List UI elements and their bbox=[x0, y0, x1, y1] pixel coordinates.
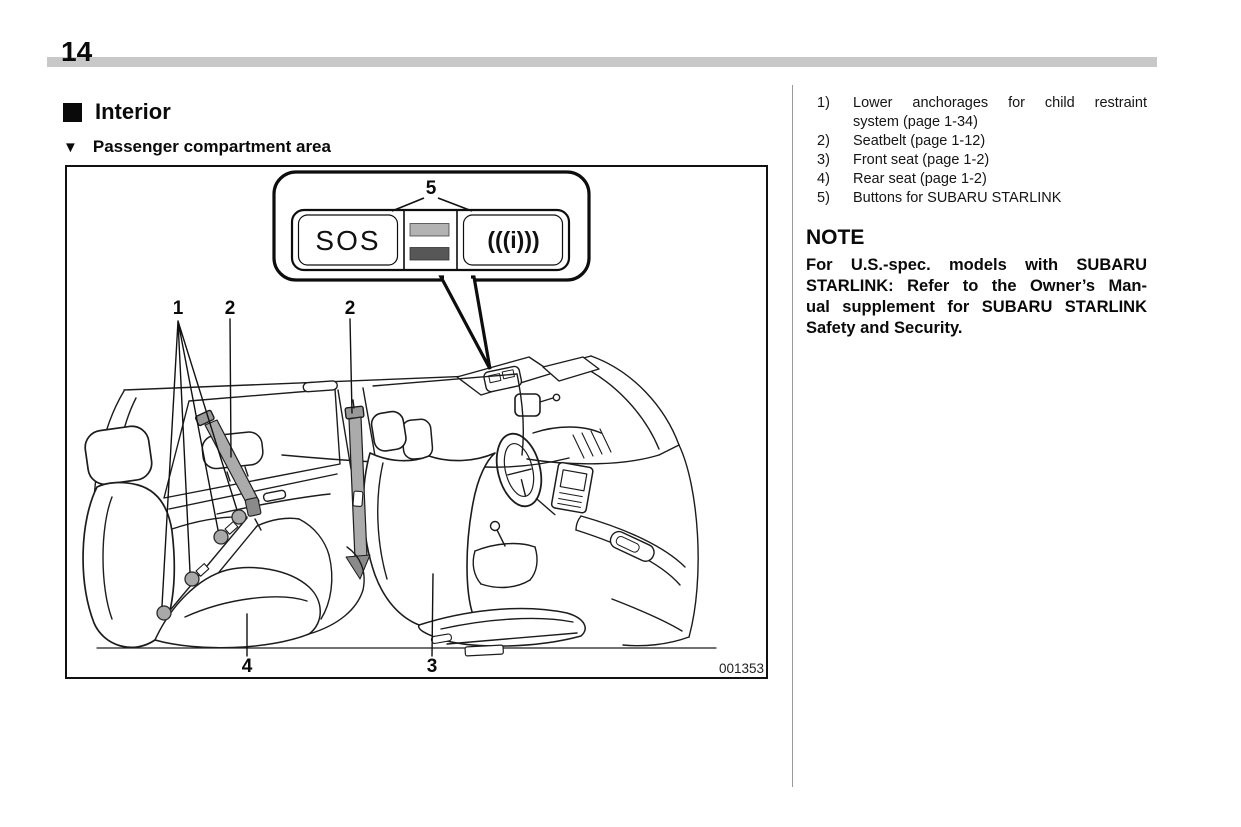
leader-lines bbox=[161, 318, 434, 657]
legend-item-text: Lower anchorages for child restraint sys… bbox=[853, 95, 1147, 130]
legend-column: 1) Lower anchorages for child restraint … bbox=[806, 94, 1147, 339]
section-title: Interior bbox=[95, 99, 171, 124]
callout-2-front: 2 bbox=[345, 298, 356, 319]
button-panel bbox=[290, 208, 571, 272]
section-heading: Interior bbox=[63, 99, 171, 125]
callout-3: 3 bbox=[427, 656, 438, 677]
callout-1: 1 bbox=[173, 298, 184, 319]
sos-button-label: SOS bbox=[315, 225, 380, 256]
figure-code: 001353 bbox=[719, 661, 764, 676]
subsection-heading: ▼ Passenger compartment area bbox=[63, 137, 331, 157]
legend-item: 3) Front seat (page 1-2) bbox=[806, 151, 1147, 170]
legend-item-text: Front seat (page 1-2) bbox=[853, 152, 990, 168]
callout-5: 5 bbox=[426, 178, 437, 199]
legend-item-number: 2) bbox=[817, 133, 830, 149]
legend-item-text: Rear seat (page 1-2) bbox=[853, 171, 987, 187]
rear-seatbelt bbox=[194, 409, 262, 531]
legend-item: 4) Rear seat (page 1-2) bbox=[806, 170, 1147, 189]
front-seat bbox=[362, 410, 586, 657]
car-interior-illustration: SOS (((i))) 5 1 2 2 4 3 001353 bbox=[82, 170, 764, 677]
figure-legend: 1) Lower anchorages for child restraint … bbox=[806, 94, 1147, 208]
callout-4: 4 bbox=[242, 656, 253, 677]
info-icon: (((i))) bbox=[487, 227, 539, 253]
legend-item-text: Buttons for SUBARU STARLINK bbox=[853, 190, 1062, 206]
square-bullet-icon bbox=[63, 102, 82, 122]
header-rule bbox=[47, 57, 1157, 67]
legend-item-number: 1) bbox=[817, 95, 830, 111]
legend-item-number: 4) bbox=[817, 171, 830, 187]
lower-anchorage-dots bbox=[156, 509, 247, 621]
subsection-title: Passenger compartment area bbox=[92, 137, 331, 156]
mic-bar-dark bbox=[409, 247, 450, 261]
column-divider bbox=[792, 85, 793, 787]
legend-item-text: Seatbelt (page 1-12) bbox=[853, 133, 986, 149]
triangle-bullet-icon: ▼ bbox=[63, 138, 78, 156]
legend-item-number: 5) bbox=[817, 190, 830, 206]
legend-item: 2) Seatbelt (page 1-12) bbox=[806, 132, 1147, 151]
note-block: NOTE For U.S.-spec. models with SUBARU S… bbox=[806, 225, 1147, 339]
figure-passenger-compartment: SOS (((i))) 5 1 2 2 4 3 001353 bbox=[65, 165, 768, 679]
legend-item: 5) Buttons for SUBARU STARLINK bbox=[806, 189, 1147, 208]
legend-item-number: 3) bbox=[817, 152, 830, 168]
overhead-console bbox=[483, 365, 523, 393]
note-heading: NOTE bbox=[806, 226, 865, 249]
note-body: For U.S.-spec. models with SUBARU STARLI… bbox=[806, 256, 1147, 337]
callout-2-rear: 2 bbox=[225, 298, 236, 319]
mic-bar-light bbox=[409, 223, 450, 237]
center-stack bbox=[550, 461, 594, 514]
page-number: 14 bbox=[61, 36, 93, 67]
legend-item: 1) Lower anchorages for child restraint … bbox=[806, 94, 1147, 132]
rear-window bbox=[163, 388, 341, 499]
steering-wheel bbox=[495, 432, 556, 516]
front-seatbelt bbox=[344, 399, 371, 580]
starlink-callout-bubble: SOS (((i))) 5 bbox=[272, 170, 591, 370]
